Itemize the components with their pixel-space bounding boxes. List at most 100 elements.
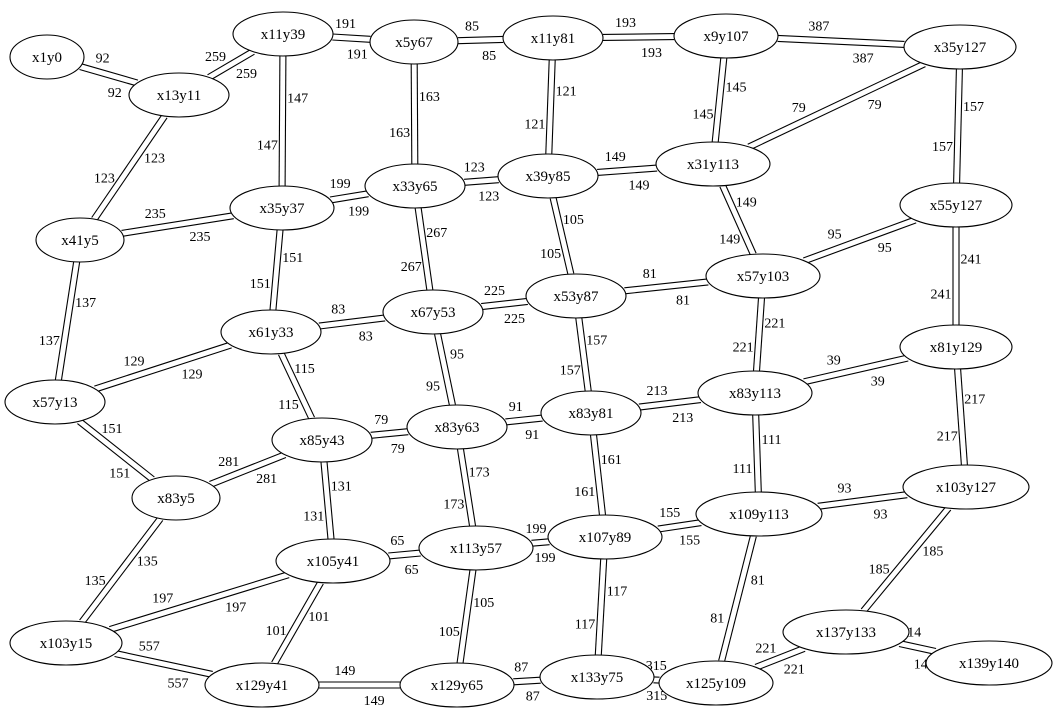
node-ellipse	[497, 153, 599, 199]
node-x5y67: x5y67	[369, 19, 459, 65]
node-label: x107y89	[579, 530, 632, 546]
edge-x11y39-x5y67-b	[332, 39, 371, 43]
edge-x61y33-x85y43-a	[283, 352, 315, 418]
edge-x11y39-x5y67-a	[332, 33, 371, 37]
edge-x33y65-x39y85-a	[464, 176, 499, 180]
edge-weight-label: 85	[482, 49, 496, 64]
edge-weight-label: 65	[405, 563, 419, 578]
node-label: x1y0	[32, 50, 62, 66]
edge-weight-label: 151	[282, 251, 303, 266]
edge-weight-label: 147	[257, 138, 278, 153]
edge-x61y33-x67y53-a	[318, 314, 385, 324]
node-ellipse	[705, 253, 821, 299]
node-label: x103y15	[40, 636, 93, 652]
edge-weight-label: 105	[563, 213, 584, 228]
edge-weight-label: 155	[659, 506, 680, 521]
edge-x13y11-x11y39-a	[207, 48, 252, 76]
edge-weight-label: 185	[922, 545, 943, 560]
edge-x39y85-x53y87-a	[555, 197, 575, 274]
node-ellipse	[275, 538, 391, 584]
edge-x31y113-x57y103-b	[719, 186, 752, 256]
edge-x39y85-x31y113-b	[597, 170, 658, 176]
node-label: x129y65	[431, 678, 484, 694]
edge-x83y63-x83y81-a	[505, 414, 543, 420]
edge-weight-label: 81	[751, 574, 765, 589]
node-label: x41y5	[61, 233, 99, 249]
edge-weight-label: 91	[525, 428, 539, 443]
node-ellipse	[4, 379, 106, 425]
edge-weight-label: 123	[94, 172, 115, 187]
edge-x11y81-x9y107-b	[602, 39, 675, 41]
edge-weight-label: 197	[152, 592, 173, 607]
edge-x9y107-x35y127-b	[777, 40, 905, 48]
node-ellipse	[229, 185, 335, 231]
node-ellipse	[673, 13, 779, 59]
node-ellipse	[655, 141, 771, 187]
node-ellipse	[502, 15, 604, 61]
edge-weight-label: 65	[390, 534, 404, 549]
edge-weight-label: 129	[124, 355, 145, 370]
node-label: x13y11	[157, 88, 201, 104]
edge-weight-label: 111	[762, 433, 782, 448]
edge-x81y129-x83y113-b	[803, 354, 908, 380]
node-label: x83y5	[157, 491, 195, 507]
edge-weight-label: 149	[334, 664, 355, 679]
edge-x103y15-x105y41-a	[109, 571, 288, 628]
node-x55y127: x55y127	[899, 182, 1013, 228]
edge-label-layer: 9292259259123123191191147147858516316319…	[39, 16, 985, 709]
edge-x107y89-x133y75-b	[594, 558, 602, 655]
edge-x67y53-x53y87-b	[481, 303, 528, 311]
node-x105y41: x105y41	[275, 538, 391, 584]
edge-x53y87-x57y103-a	[624, 278, 708, 289]
edge-x35y37-x61y33-b	[269, 229, 278, 310]
edge-x9y107-x35y127-a	[777, 34, 905, 42]
edge-x83y81-x83y113-b	[639, 402, 702, 411]
edge-x107y89-x109y113-b	[658, 525, 702, 533]
edge-x83y81-x107y89-b	[589, 435, 601, 516]
edge-weight-label: 217	[937, 429, 958, 444]
edge-weight-label: 197	[225, 601, 246, 616]
edge-weight-label: 173	[443, 498, 464, 513]
node-ellipse	[899, 182, 1013, 228]
node-ellipse	[418, 525, 534, 571]
node-x31y113: x31y113	[655, 141, 771, 187]
edge-weight-label: 123	[478, 190, 499, 205]
edge-weight-label: 557	[168, 676, 189, 691]
node-x35y37: x35y37	[229, 185, 335, 231]
edge-weight-label: 267	[426, 226, 447, 241]
edge-weight-label: 151	[109, 467, 130, 482]
edge-weight-label: 92	[108, 86, 122, 101]
edge-weight-label: 121	[524, 117, 545, 132]
edge-weight-label: 173	[469, 465, 490, 480]
node-ellipse	[782, 609, 910, 655]
node-label: x105y41	[307, 554, 360, 570]
node-label: x103y127	[936, 480, 997, 496]
edge-x83y63-x113y57-b	[456, 449, 471, 527]
node-label: x139y140	[959, 656, 1019, 672]
node-ellipse	[382, 289, 484, 335]
edge-x83y81-x83y113-a	[638, 396, 701, 405]
edge-weight-label: 14	[907, 625, 921, 640]
node-x61y33: x61y33	[220, 309, 322, 355]
node-label: x129y41	[236, 678, 289, 694]
edge-weight-label: 213	[647, 384, 668, 399]
edge-weight-label: 123	[464, 161, 485, 176]
edge-weight-label: 131	[331, 479, 352, 494]
node-label: x137y133	[816, 625, 876, 641]
node-ellipse	[35, 217, 125, 263]
edge-weight-label: 259	[236, 67, 257, 82]
node-label: x53y87	[554, 289, 600, 305]
edge-weight-label: 39	[827, 354, 841, 369]
node-ellipse	[220, 309, 322, 355]
edge-weight-label: 95	[450, 348, 464, 363]
node-x129y41: x129y41	[204, 662, 320, 708]
edge-x67y53-x83y63-a	[439, 333, 456, 405]
edge-weight-label: 155	[679, 534, 700, 549]
edge-weight-label: 105	[473, 596, 494, 611]
edge-weight-label: 105	[540, 247, 561, 262]
edge-x103y127-x109y113-b	[817, 491, 907, 504]
edge-weight-label: 193	[641, 46, 662, 61]
node-label: x31y113	[687, 157, 739, 173]
edge-x129y65-x133y75-a	[513, 676, 541, 680]
node-ellipse	[9, 620, 123, 666]
